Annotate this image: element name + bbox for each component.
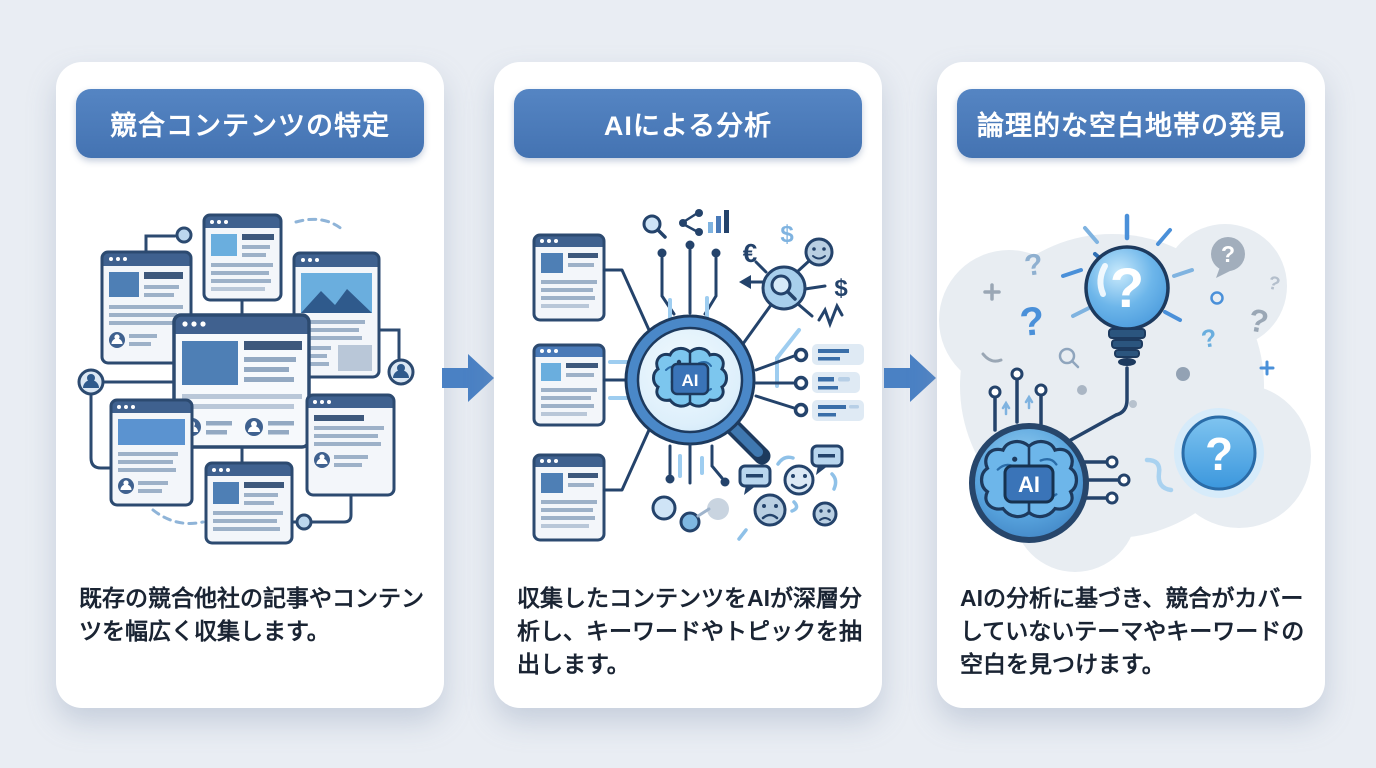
dollar-icon: $ [834,275,848,302]
search-icon [642,214,667,239]
mini-search-icon [1058,347,1080,369]
step-2-illustration: € $ $ [494,158,882,578]
question-mark-icon: ? [1022,248,1045,283]
browser-window-icon [532,453,606,542]
step-1-title-banner: 競合コンテンツの特定 [76,89,424,158]
question-mark-icon: ? [1266,272,1282,295]
sad-face-icon [812,501,838,527]
ray-icon [1061,213,1194,322]
panel-step-3: 論理的な空白地帯の発見 [937,62,1325,708]
lightbulb-question-icon: ? [1084,245,1170,366]
browser-window-icon [532,233,606,322]
flow-right-arrow-icon [442,352,494,404]
smiley-face-icon [783,464,815,496]
browser-window-icon [202,213,283,302]
svg-text:?: ? [1205,428,1233,480]
curved-arrow-icon [737,455,838,541]
arrow-left-icon [739,275,751,289]
step-3-illustration: ? ? ? ? ? ? [937,158,1325,578]
step-3-description: AIの分析に基づき、競合がカバーしていないテーマやキーワードの空白を見つけます。 [960,585,1305,677]
link-line-icon [89,234,401,524]
competitor-webpages-network [77,213,415,545]
speech-bubble-icon [738,464,772,495]
keyword-tag-icon [812,344,864,421]
step-1-description: 既存の競合他社の記事やコンテンツを幅広く収集します。 [79,585,424,644]
share-graph-icon [679,209,703,236]
step-1-title: 競合コンテンツの特定 [110,111,390,141]
connector-line [1067,366,1129,443]
svg-text:?: ? [1221,241,1235,267]
data-dot-icon [651,495,729,533]
svg-text:?: ? [1110,256,1144,319]
panel-step-1: 競合コンテンツの特定 [56,62,444,708]
question-circle-icon: ? [1174,408,1264,498]
link-node-icon [175,226,313,531]
gap-discovery-scene: ? ? ? ? ? ? [939,213,1311,572]
browser-window-icon [109,398,194,507]
dot-icon [1176,367,1190,381]
step-1-illustration [56,158,444,578]
circuit-trace-icon [775,328,801,388]
browser-window-icon [172,313,311,449]
flow-right-arrow-icon [884,352,936,404]
ai-brain-chip-icon: AI [969,423,1089,543]
search-hub-icon [761,265,807,311]
link-node-icon [793,347,809,418]
plus-sparkle-icon [983,283,1001,301]
speech-bubble-icon [810,444,844,475]
curve-mark [981,352,1003,363]
question-mark-icon: ? [1199,324,1219,354]
browser-window-icon [532,343,606,427]
circuit-trace-icon [602,268,651,492]
panel-step-2: AIによる分析 [494,62,882,708]
step-2-title-banner: AIによる分析 [514,89,862,158]
circuit-pin-icon [993,378,1121,500]
sad-face-icon [753,493,787,527]
dot-icon [1077,385,1087,395]
dashed-link-icon [151,217,345,525]
browser-window-icon [292,251,381,379]
step-3-title-banner: 論理的な空白地帯の発見 [957,89,1305,158]
circuit-trace-icon [738,259,827,350]
dot-icon [1210,291,1224,305]
ai-label: AI [682,371,699,390]
browser-window-icon [100,250,193,365]
circuit-trace-icon [678,454,704,478]
circuit-trace-icon [754,354,796,410]
question-bubble-icon: ? [1211,237,1245,278]
plus-sparkle-icon [1259,360,1275,376]
browser-window-icon [305,393,396,497]
ai-label: AI [1018,472,1040,497]
dot-icon [1129,400,1137,408]
ai-brain-magnifier-icon: AI [624,314,771,465]
mini-arrow-icon [1001,394,1034,416]
connector-line [1144,457,1174,493]
smiley-face-icon [804,237,834,267]
pulse-line-icon [817,302,844,329]
step-3-title: 論理的な空白地帯の発見 [977,111,1285,141]
ai-magnifier-analysis: € $ $ [532,209,864,542]
user-avatar-icon [77,358,415,396]
dollar-icon: $ [780,221,794,248]
bar-chart-icon [708,210,729,233]
browser-window-icon [204,461,294,545]
step-2-description: 収集したコンテンツをAIが深層分析し、キーワードやトピックを抽出します。 [517,585,862,677]
circuit-pin-icon [668,443,724,485]
question-mark-icon: ? [1018,299,1046,345]
step-2-title: AIによる分析 [603,111,773,141]
circuit-pin-icon [988,367,1131,505]
euro-icon: € [743,238,757,268]
